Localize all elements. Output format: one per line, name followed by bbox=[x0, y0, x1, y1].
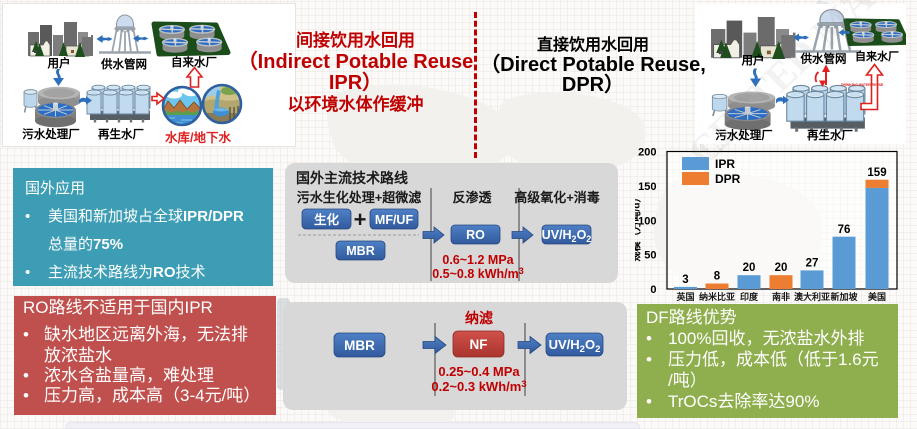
svg-text:CEPTED MA: CEPTED MA bbox=[679, 0, 882, 160]
svg-text:纳米比亚: 纳米比亚 bbox=[699, 291, 735, 302]
svg-text:用户: 用户 bbox=[47, 56, 71, 70]
svg-text:50: 50 bbox=[644, 250, 656, 262]
svg-text:100: 100 bbox=[638, 215, 656, 227]
svg-text:反渗透: 反渗透 bbox=[452, 190, 491, 205]
svg-text:RO: RO bbox=[466, 228, 485, 242]
svg-text:污水生化处理+超微滤: 污水生化处理+超微滤 bbox=[297, 190, 422, 205]
svg-text:新加坡: 新加坡 bbox=[830, 291, 858, 302]
svg-text:水库/地下水: 水库/地下水 bbox=[165, 130, 231, 145]
svg-text:3: 3 bbox=[682, 274, 688, 286]
svg-text:20: 20 bbox=[775, 262, 788, 274]
svg-text:供水管网: 供水管网 bbox=[800, 52, 847, 66]
svg-text:+: + bbox=[354, 207, 367, 232]
svg-text:IPR: IPR bbox=[715, 157, 735, 171]
svg-text:DPR: DPR bbox=[715, 172, 741, 186]
svg-text:200: 200 bbox=[638, 147, 656, 159]
svg-text:MBR: MBR bbox=[344, 338, 375, 353]
svg-text:20: 20 bbox=[743, 262, 756, 274]
svg-text:0: 0 bbox=[650, 284, 656, 296]
svg-text:27: 27 bbox=[806, 258, 819, 270]
svg-text:0.6~1.2 MPa: 0.6~1.2 MPa bbox=[442, 253, 514, 267]
svg-text:生化: 生化 bbox=[314, 212, 340, 227]
svg-text:150: 150 bbox=[638, 181, 656, 193]
svg-text:南非: 南非 bbox=[772, 291, 790, 302]
svg-text:0.5~0.8 kWh/m3: 0.5~0.8 kWh/m3 bbox=[432, 266, 524, 281]
svg-text:0.25~0.4 MPa: 0.25~0.4 MPa bbox=[438, 364, 520, 379]
svg-text:美国: 美国 bbox=[868, 291, 886, 302]
svg-text:再生水厂: 再生水厂 bbox=[807, 128, 853, 142]
svg-text:76: 76 bbox=[838, 224, 851, 236]
svg-text:污水处理厂: 污水处理厂 bbox=[715, 128, 773, 142]
svg-text:用户: 用户 bbox=[741, 53, 765, 67]
svg-text:0.2~0.3 kWh/m3: 0.2~0.3 kWh/m3 bbox=[431, 379, 526, 394]
svg-text:纳滤: 纳滤 bbox=[465, 310, 493, 326]
svg-text:MF/UF: MF/UF bbox=[375, 213, 414, 227]
svg-text:自来水厂: 自来水厂 bbox=[171, 55, 217, 69]
svg-text:高级氧化+消毒: 高级氧化+消毒 bbox=[514, 190, 600, 205]
svg-text:UV/H2O2: UV/H2O2 bbox=[549, 337, 601, 355]
svg-text:DRINKING WATER REUSE: DRINKING WATER REUSE bbox=[841, 83, 884, 87]
svg-text:规模（万吨/d）: 规模（万吨/d） bbox=[635, 193, 643, 262]
svg-text:自来水厂: 自来水厂 bbox=[855, 49, 899, 63]
svg-text:英国: 英国 bbox=[675, 291, 694, 302]
svg-text:8: 8 bbox=[714, 271, 721, 283]
svg-text:再生水厂: 再生水厂 bbox=[98, 127, 144, 141]
svg-text:澳大利亚: 澳大利亚 bbox=[794, 291, 830, 302]
svg-text:159: 159 bbox=[867, 167, 886, 179]
svg-text:国外主流技术路线: 国外主流技术路线 bbox=[296, 170, 408, 186]
svg-text:印度: 印度 bbox=[740, 291, 759, 302]
svg-text:污水处理厂: 污水处理厂 bbox=[22, 127, 80, 141]
svg-text:UV/H2O2: UV/H2O2 bbox=[542, 228, 592, 244]
svg-text:MBR: MBR bbox=[346, 244, 374, 258]
svg-text:NF: NF bbox=[470, 337, 488, 352]
svg-text:供水管网: 供水管网 bbox=[100, 57, 147, 71]
